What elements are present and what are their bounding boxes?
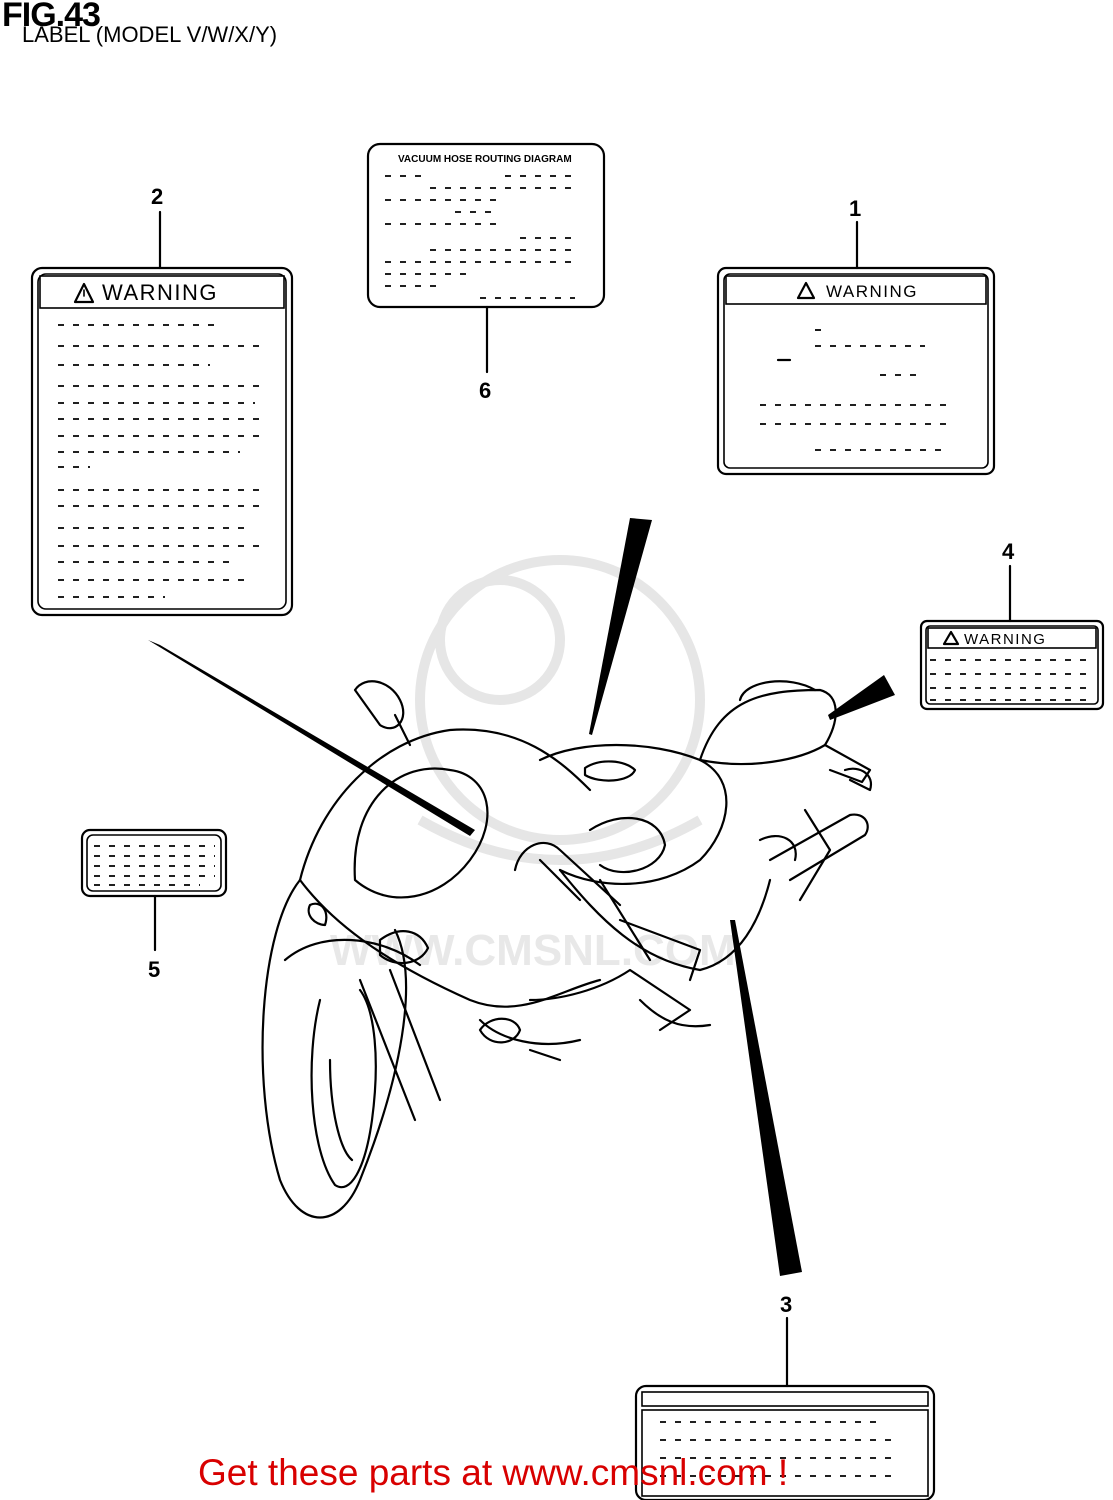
callout-1: 1: [849, 196, 861, 221]
warning-triangle-icon: [796, 281, 816, 300]
motorcycle-illustration: [261, 680, 873, 1219]
label-1-warning-text: WARNING: [826, 282, 918, 301]
pointer-arrows: [148, 518, 895, 1276]
pointer-label-4: [828, 675, 895, 720]
pointer-label-1: [589, 518, 652, 735]
callout-2: 2: [151, 184, 163, 209]
label-4-warning: WARNING: [919, 619, 1105, 711]
callout-5: 5: [148, 957, 160, 982]
watermark-logo: WWW.CMSNL.COM: [330, 555, 736, 975]
warning-triangle-icon: [942, 630, 960, 646]
figure-title: FIG.43: [2, 0, 101, 34]
label-5-plate: [80, 828, 228, 898]
label-6-title: VACUUM HOSE ROUTING DIAGRAM: [398, 154, 572, 165]
callout-3: 3: [780, 1292, 792, 1317]
pointer-label-2: [148, 640, 475, 836]
callout-6: 6: [479, 378, 491, 403]
label-2-warning-text: WARNING: [102, 280, 218, 305]
label-2-warning-large: WARNING: [30, 266, 294, 617]
callout-4: 4: [1002, 539, 1015, 564]
figure-subtitle: LABEL (MODEL V/W/X/Y): [22, 22, 278, 47]
label-6-vacuum-hose-diagram: VACUUM HOSE ROUTING DIAGRAM: [366, 142, 606, 309]
footer-link-text[interactable]: Get these parts at www.cmsnl.com !: [198, 1452, 789, 1493]
pointer-label-3: [730, 920, 802, 1276]
label-1-warning: WARNING: [716, 266, 996, 476]
label-4-warning-text: WARNING: [964, 631, 1046, 648]
label-3-plate: [634, 1384, 936, 1500]
warning-triangle-icon: [73, 282, 95, 304]
